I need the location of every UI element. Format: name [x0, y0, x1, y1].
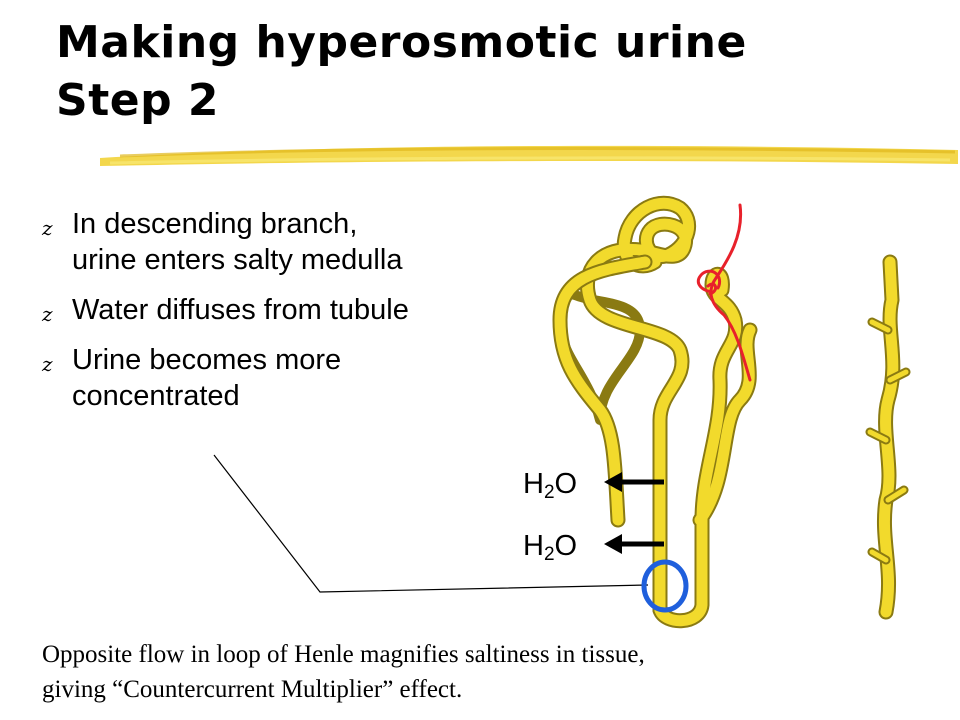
title-line-1: Making hyperosmotic urine: [56, 17, 747, 68]
water-label-o: O: [554, 530, 578, 562]
water-label-h: H: [523, 468, 544, 500]
leader-line: [213, 454, 649, 593]
slide-title: Making hyperosmotic urine Step 2: [56, 14, 936, 130]
bullet-text-line: concentrated: [72, 380, 240, 412]
water-label-upper: H2O: [523, 468, 578, 503]
water-label-h: H: [523, 530, 544, 562]
bullet-list: z In descending branch, urine enters sal…: [42, 206, 522, 428]
bullet-text-line: Water diffuses from tubule: [72, 294, 409, 326]
water-arrow-upper: [604, 472, 664, 492]
title-underline: [100, 145, 958, 166]
bullet-text-line: urine enters salty medulla: [72, 244, 403, 276]
blood-vessel: [696, 203, 752, 382]
bullet-text-line: In descending branch,: [72, 208, 358, 240]
title-line-2: Step 2: [56, 75, 219, 126]
water-label-sub: 2: [543, 544, 555, 565]
caption: Opposite flow in loop of Henle magnifies…: [42, 637, 942, 707]
bullet-item: z Water diffuses from tubule: [42, 292, 522, 328]
bullet-icon: z: [42, 352, 53, 376]
caption-line-2: giving “Countercurrent Multiplier” effec…: [42, 676, 463, 703]
bullet-icon: z: [42, 302, 53, 326]
bullet-item: z Urine becomes more concentrated: [42, 342, 522, 414]
water-label-sub: 2: [543, 482, 555, 503]
bullet-item: z In descending branch, urine enters sal…: [42, 206, 522, 278]
water-label-lower: H2O: [523, 530, 578, 565]
bullet-text-line: Urine becomes more: [72, 344, 342, 376]
caption-line-1: Opposite flow in loop of Henle magnifies…: [42, 641, 645, 668]
water-arrow-lower: [604, 534, 664, 554]
highlight-circle: [641, 559, 689, 613]
bullet-icon: z: [42, 216, 53, 240]
water-label-o: O: [554, 468, 578, 500]
tubule: [552, 195, 911, 629]
